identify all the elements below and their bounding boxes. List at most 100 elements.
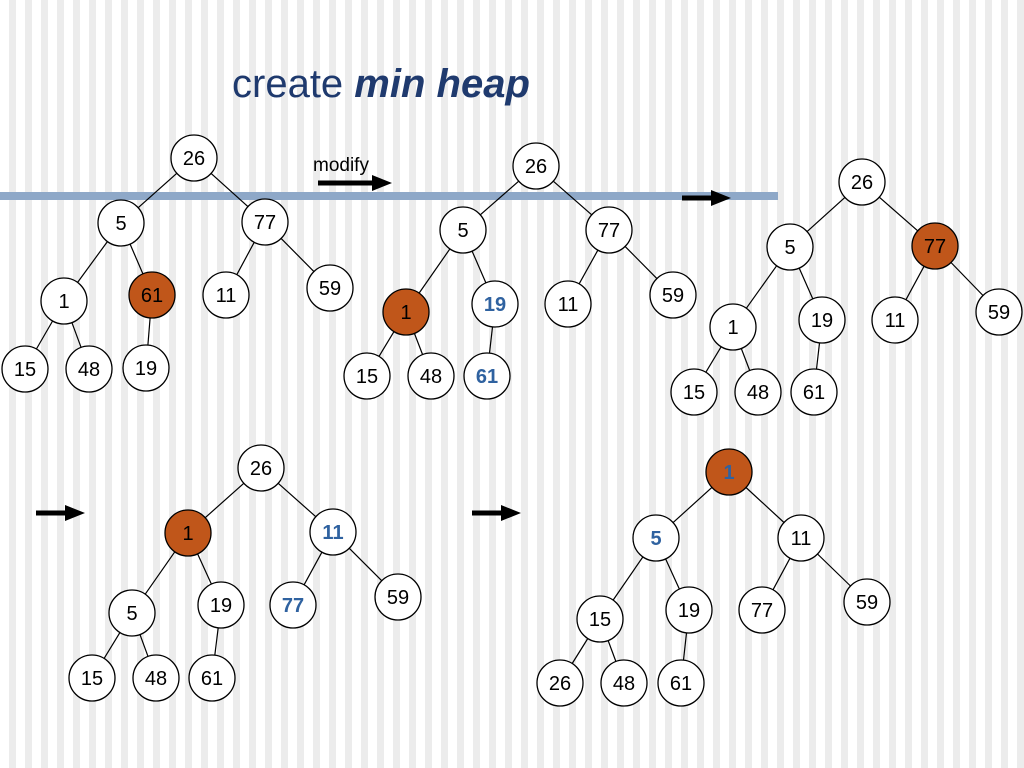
heap-node: 59	[306, 264, 354, 312]
node-circle	[665, 586, 713, 634]
node-label: 19	[811, 310, 833, 332]
heap-node: 5	[766, 223, 814, 271]
node-label: 77	[924, 236, 946, 258]
node-label: 48	[78, 359, 100, 381]
node-label: 1	[723, 462, 734, 484]
node-circle-highlighted	[705, 448, 753, 496]
node-label: 48	[420, 366, 442, 388]
node-circle	[463, 352, 511, 400]
arrow-step-4-to-5	[472, 505, 521, 521]
node-label: 26	[183, 148, 205, 170]
tree-edge	[612, 556, 644, 601]
node-label: 5	[115, 213, 126, 235]
heap-node: 48	[65, 345, 113, 393]
heap-node: 5	[439, 206, 487, 254]
heap-node: 77	[738, 586, 786, 634]
tree-edge	[210, 172, 249, 208]
node-circle	[843, 578, 891, 626]
heap-node: 15	[576, 595, 624, 643]
heap-node: 11	[309, 508, 357, 556]
node-circle	[657, 659, 705, 707]
tree-edge	[147, 317, 151, 346]
node-label: 77	[751, 600, 773, 622]
tree-edge	[745, 487, 785, 523]
heap-node: 59	[975, 288, 1023, 336]
node-label: 1	[182, 523, 193, 545]
node-label: 48	[145, 668, 167, 690]
node-label: 48	[613, 673, 635, 695]
node-label: 19	[135, 358, 157, 380]
node-circle	[343, 352, 391, 400]
node-label: 26	[851, 172, 873, 194]
node-label: 11	[558, 294, 579, 316]
tree-edge	[798, 267, 814, 300]
tree-edge	[418, 248, 451, 294]
tree-edge	[129, 243, 144, 275]
node-label: 5	[784, 237, 795, 259]
tree-edge	[905, 265, 925, 301]
node-label: 15	[81, 668, 103, 690]
heap-node: 61	[188, 654, 236, 702]
arrow-step-3-to-4	[36, 505, 85, 521]
node-circle	[439, 206, 487, 254]
node-circle	[309, 508, 357, 556]
heap-node: 5	[632, 514, 680, 562]
tree-edge	[236, 242, 255, 275]
tree-edge	[806, 196, 846, 233]
heap-node: 19	[665, 586, 713, 634]
heap-node: 61	[790, 368, 838, 416]
node-label: 5	[650, 528, 661, 550]
node-circle	[632, 514, 680, 562]
node-circle	[68, 654, 116, 702]
heap-node: 59	[649, 271, 697, 319]
tree-edge	[413, 333, 424, 355]
node-circle	[576, 595, 624, 643]
tree-edge	[817, 553, 851, 587]
tree-edge	[144, 551, 176, 595]
tree-edge	[552, 180, 593, 216]
tree-edge	[745, 265, 778, 309]
node-label: 77	[282, 595, 304, 617]
title-prefix: create	[232, 62, 344, 106]
heap-node: 48	[600, 659, 648, 707]
node-circle	[122, 344, 170, 392]
node-label: 61	[201, 668, 223, 690]
node-circle-highlighted	[911, 222, 959, 270]
node-circle	[975, 288, 1023, 336]
heap-node: 26	[536, 659, 584, 707]
node-label: 26	[250, 458, 272, 480]
node-circle	[269, 581, 317, 629]
node-label: 19	[210, 595, 232, 617]
arrow-modify	[318, 175, 392, 191]
node-label: 77	[254, 212, 276, 234]
tree-edge	[772, 557, 791, 591]
tree-edge	[471, 250, 487, 284]
node-label: 59	[988, 302, 1010, 324]
node-circle	[241, 198, 289, 246]
tree-edge	[624, 245, 658, 280]
heap-node: 19	[122, 344, 170, 392]
node-label: 61	[803, 382, 825, 404]
heap-node: 15	[343, 352, 391, 400]
node-label: 26	[549, 673, 571, 695]
heap-node: 26	[838, 158, 886, 206]
page-title: create min heap	[232, 62, 530, 107]
node-circle	[871, 296, 919, 344]
node-circle	[790, 368, 838, 416]
node-circle	[512, 142, 560, 190]
tree-edge	[665, 558, 680, 590]
heap-node: 48	[132, 654, 180, 702]
node-label: 77	[598, 220, 620, 242]
node-label: 15	[683, 382, 705, 404]
node-label: 11	[322, 522, 343, 544]
tree-edge	[950, 262, 984, 296]
node-circle	[670, 368, 718, 416]
node-circle	[97, 199, 145, 247]
node-label: 26	[525, 156, 547, 178]
node-circle	[585, 206, 633, 254]
node-circle	[188, 654, 236, 702]
